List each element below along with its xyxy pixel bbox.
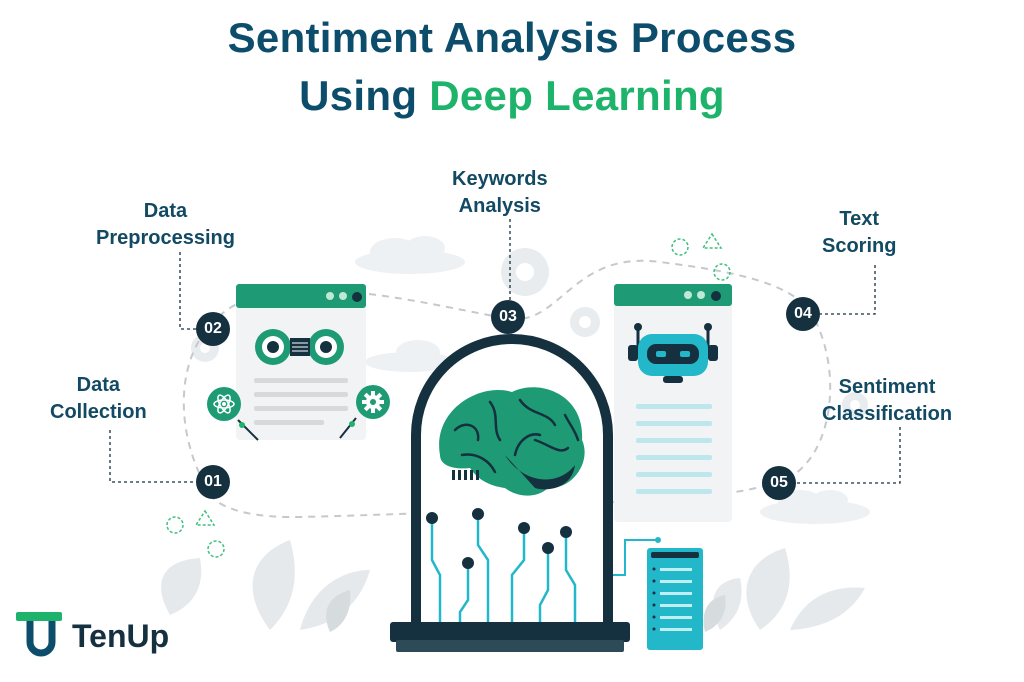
step-05-label-line2: Classification [822,403,953,425]
plant-decor-dark [326,590,726,632]
gear-icon [339,385,390,439]
step-01-label-line1: Data [76,374,121,396]
step-03-badge: 03 [491,300,525,334]
step-01-label-line2: Collection [50,401,147,423]
step-05-label: Sentiment Classification [822,374,952,428]
page-title-line-1: Sentiment Analysis Process [227,14,797,61]
plant-decor [161,540,865,630]
label-leader-lines [109,219,901,484]
brand-name: TenUp [72,618,170,654]
step-02-badge: 02 [196,312,230,346]
step-01-label: Data Collection [50,372,147,426]
scoring-window [614,284,732,522]
step-04-label: Text Scoring [822,206,896,260]
circuit-traces [430,516,577,622]
bell-jar [390,334,630,652]
step-04-badge: 04 [786,297,820,331]
atom-icon [207,387,259,441]
step-02-label-line1: Data [143,200,188,222]
circuit-nodes [426,508,572,569]
step-03-label: Keywords Analysis [452,166,548,220]
step-04-label-line2: Scoring [822,235,897,257]
step-04-label-line1: Text [839,208,880,230]
tenup-logo-icon [16,612,62,657]
step-05-label-line1: Sentiment [838,376,936,398]
page-title-accent: Deep Learning [429,72,725,119]
step-03-label-line1: Keywords [452,168,548,190]
decor-shapes [166,232,731,558]
background-clouds [355,236,870,524]
step-03-label-line2: Analysis [458,195,541,217]
page-title-line-2: Using Deep Learning [0,70,1024,122]
step-02-label-line2: Preprocessing [96,227,235,249]
step-05-badge: 05 [762,466,796,500]
page-title-plain: Using [299,72,430,119]
preprocessing-window [236,284,366,440]
brain-icon [439,387,585,496]
step-02-label: Data Preprocessing [96,198,235,252]
step-01-badge: 01 [196,465,230,499]
